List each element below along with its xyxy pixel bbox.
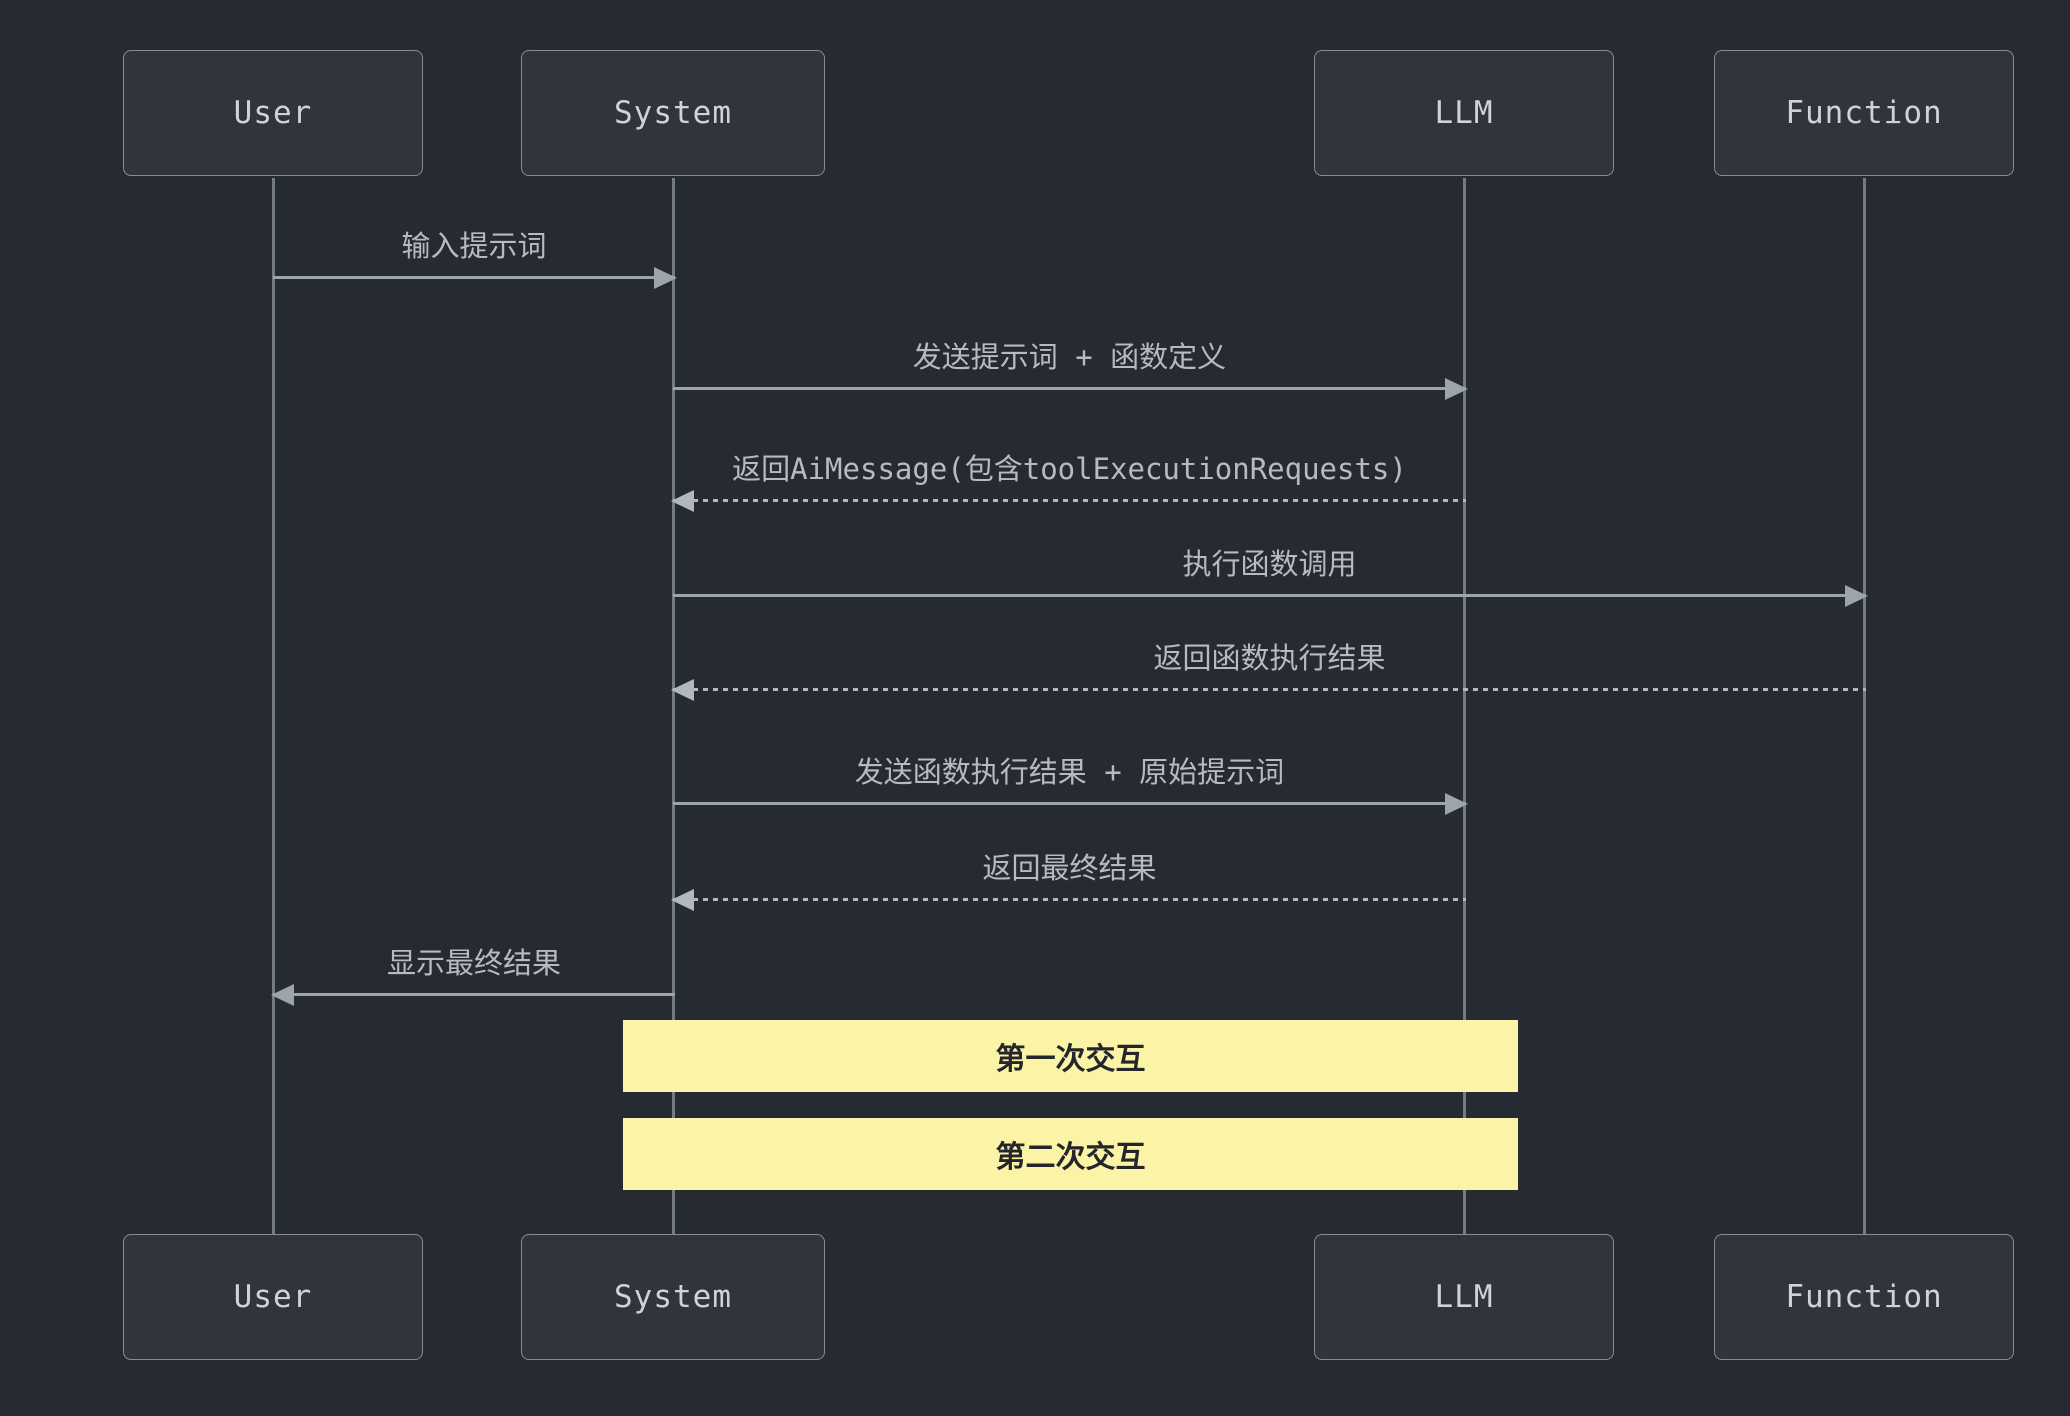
- arrow-left-icon: [273, 993, 675, 996]
- actor-function-bottom: Function: [1714, 1234, 2014, 1360]
- arrow-left-icon: [673, 688, 1866, 691]
- message-return-final-result: 返回最终结果: [673, 850, 1466, 901]
- actor-function-label: Function: [1785, 95, 1943, 131]
- message-label: 发送函数执行结果 + 原始提示词: [854, 755, 1285, 789]
- lifeline-function: [1863, 178, 1866, 1234]
- actor-function-top: Function: [1714, 50, 2014, 176]
- message-label: 发送提示词 + 函数定义: [912, 340, 1227, 374]
- message-label: 执行函数调用: [1182, 547, 1357, 581]
- actor-llm-label: LLM: [1434, 1279, 1494, 1315]
- message-input-prompt: 输入提示词: [273, 228, 675, 279]
- note-second-interaction: 第二次交互: [623, 1118, 1518, 1190]
- message-label: 显示最终结果: [386, 946, 561, 980]
- note-label: 第二次交互: [995, 1140, 1146, 1175]
- message-label: 返回AiMessage(包含toolExecutionRequests): [732, 452, 1407, 486]
- note-first-interaction: 第一次交互: [623, 1020, 1518, 1092]
- message-label: 输入提示词: [401, 229, 547, 263]
- actor-user-bottom: User: [123, 1234, 423, 1360]
- message-label: 返回最终结果: [982, 851, 1157, 885]
- actor-user-top: User: [123, 50, 423, 176]
- actor-llm-label: LLM: [1434, 95, 1494, 131]
- message-execute-function-call: 执行函数调用: [673, 546, 1866, 597]
- actor-llm-top: LLM: [1314, 50, 1614, 176]
- arrow-right-icon: [673, 802, 1466, 805]
- actor-function-label: Function: [1785, 1279, 1943, 1315]
- arrow-left-icon: [673, 898, 1466, 901]
- lifeline-llm: [1463, 178, 1466, 1234]
- arrow-left-icon: [673, 499, 1466, 502]
- message-return-aimessage: 返回AiMessage(包含toolExecutionRequests): [673, 451, 1466, 502]
- actor-system-label: System: [614, 95, 732, 131]
- lifeline-user: [272, 178, 275, 1234]
- actor-system-label: System: [614, 1279, 732, 1315]
- actor-system-top: System: [521, 50, 825, 176]
- lifeline-system: [672, 178, 675, 1234]
- arrow-right-icon: [673, 387, 1466, 390]
- message-send-result-and-original-prompt: 发送函数执行结果 + 原始提示词: [673, 754, 1466, 805]
- actor-user-label: User: [233, 1279, 313, 1315]
- actor-system-bottom: System: [521, 1234, 825, 1360]
- arrow-right-icon: [673, 594, 1866, 597]
- actor-user-label: User: [233, 95, 313, 131]
- arrow-right-icon: [273, 276, 675, 279]
- message-label: 返回函数执行结果: [1153, 641, 1386, 675]
- message-display-final-result: 显示最终结果: [273, 945, 675, 996]
- message-send-prompt-and-functions: 发送提示词 + 函数定义: [673, 339, 1466, 390]
- actor-llm-bottom: LLM: [1314, 1234, 1614, 1360]
- message-return-function-result: 返回函数执行结果: [673, 640, 1866, 691]
- note-label: 第一次交互: [995, 1042, 1146, 1077]
